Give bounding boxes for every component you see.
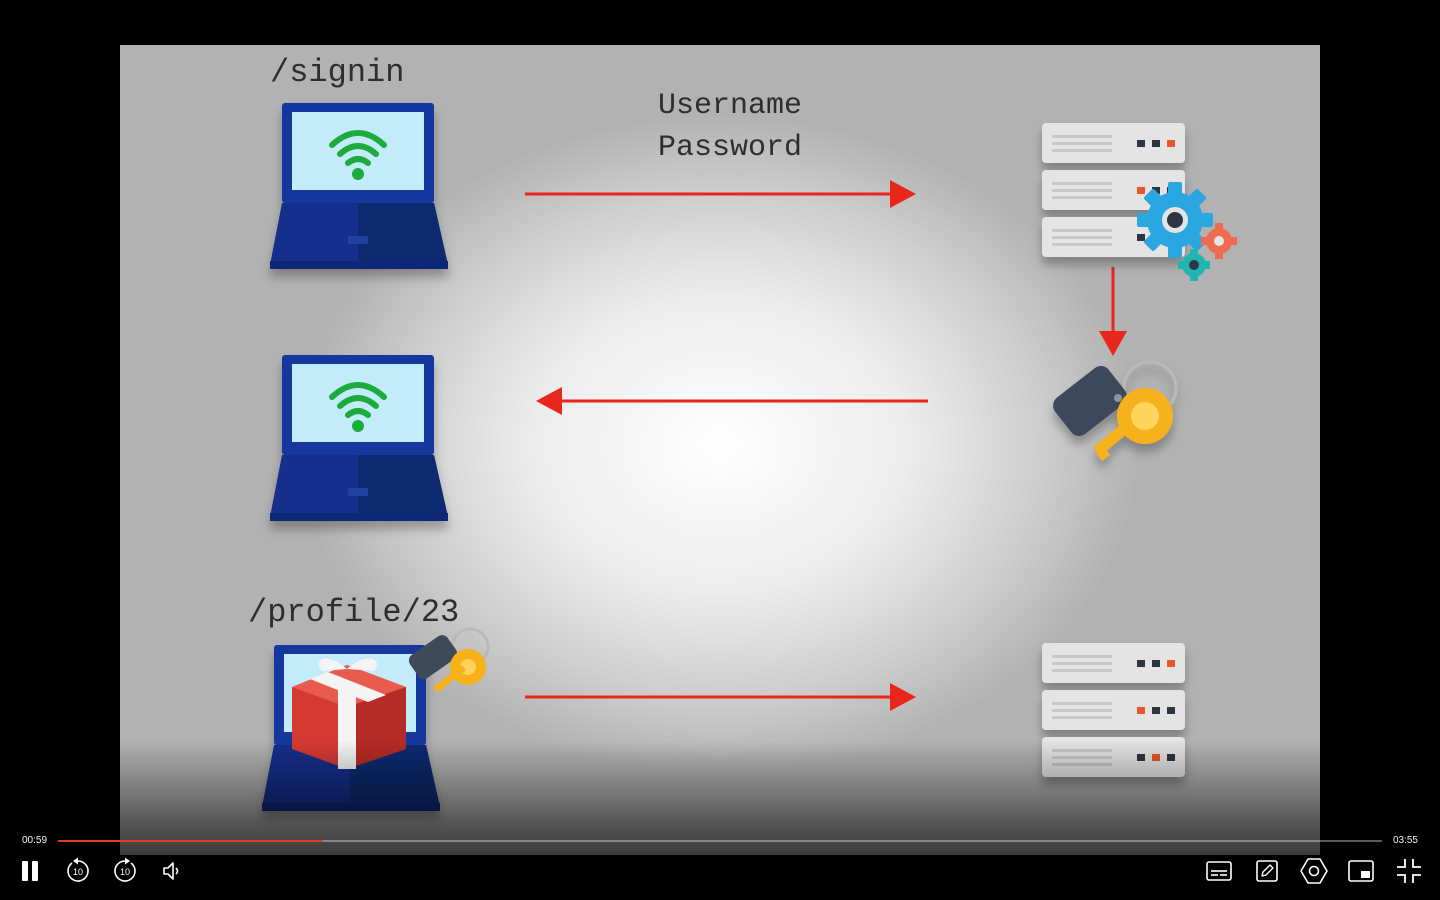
wifi-icon <box>329 382 387 418</box>
signin-label: /signin <box>270 54 404 91</box>
picture-in-picture-button[interactable] <box>1346 856 1376 886</box>
settings-icon <box>1300 858 1328 884</box>
progress-bar[interactable] <box>58 840 1382 842</box>
wifi-icon <box>329 130 387 166</box>
pause-button[interactable] <box>15 856 45 886</box>
profile-label: /profile/23 <box>248 594 459 631</box>
rewind-seconds: 10 <box>73 867 83 877</box>
exit-fullscreen-icon <box>1397 859 1421 883</box>
forward-seconds: 10 <box>120 867 130 877</box>
username-label: Username <box>658 89 802 123</box>
laptop-icon <box>270 103 448 269</box>
laptop-icon <box>270 355 448 521</box>
volume-button[interactable] <box>157 856 187 886</box>
notes-button[interactable] <box>1252 856 1282 886</box>
settings-button[interactable] <box>1299 856 1329 886</box>
password-label: Password <box>658 131 802 165</box>
controls-gradient <box>0 740 1440 900</box>
gear-icon <box>1137 182 1213 258</box>
captions-button[interactable] <box>1204 856 1234 886</box>
volume-icon <box>163 862 179 880</box>
key-icon <box>1053 360 1178 462</box>
video-frame[interactable]: /signin Username Password <box>120 45 1320 855</box>
forward-icon: 10 <box>114 857 136 882</box>
arrow-right-icon <box>525 180 916 208</box>
gear-icon <box>1178 249 1210 281</box>
captions-icon <box>1206 861 1232 881</box>
picture-in-picture-icon <box>1348 860 1374 882</box>
current-time: 00:59 <box>22 835 48 846</box>
video-illustration: /signin Username Password <box>248 54 1237 811</box>
arrow-left-icon <box>536 387 928 415</box>
arrow-right-icon <box>525 683 916 711</box>
gear-icon <box>1201 223 1237 259</box>
key-icon <box>408 627 490 693</box>
rewind-10-button[interactable]: 10 <box>63 856 93 886</box>
progress-fill <box>58 840 323 842</box>
total-time: 03:55 <box>1392 835 1418 846</box>
forward-10-button[interactable]: 10 <box>110 856 140 886</box>
pause-icon <box>22 861 38 881</box>
player-controls: 00:59 03:55 10 10 <box>0 826 1440 900</box>
exit-fullscreen-button[interactable] <box>1394 856 1424 886</box>
arrow-down-icon <box>1099 267 1127 356</box>
edit-note-icon <box>1256 860 1278 882</box>
rewind-icon: 10 <box>67 857 89 882</box>
